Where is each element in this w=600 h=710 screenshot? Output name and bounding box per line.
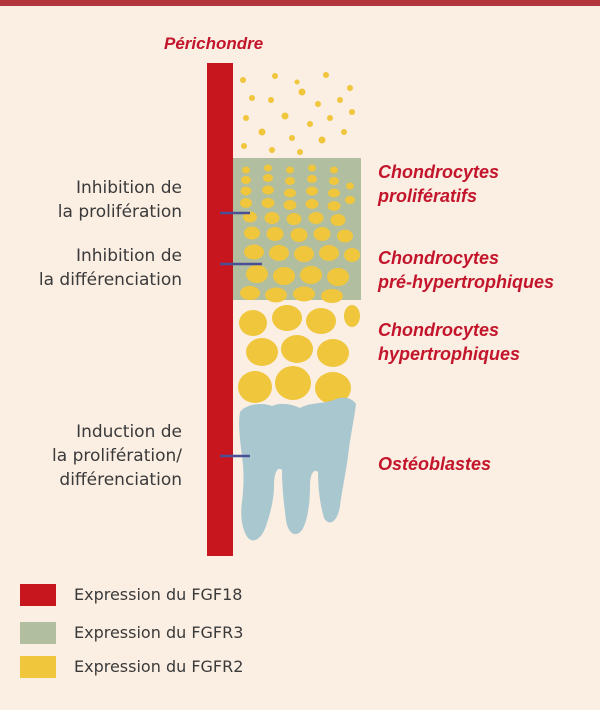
swatch-fgfr2 (20, 656, 56, 678)
perichondrium-title: Périchondre (164, 34, 264, 53)
prehypertrophic-cells (240, 244, 360, 303)
label-inhibition-proliferation: Inhibition de la prolifération (57, 178, 182, 222)
legend-label: Expression du FGFR3 (74, 623, 244, 642)
label-prehypertrophic-chondrocytes: Chondrocytes pré-hypertrophiques (378, 248, 555, 292)
label-hypertrophic-chondrocytes: Chondrocytes hypertrophiques (378, 320, 521, 364)
label-induction: Induction de la prolifération/ différenc… (52, 422, 182, 490)
label-inhibition-differentiation: Inhibition de la différenciation (38, 246, 182, 290)
label-osteoblasts: Ostéoblastes (378, 454, 492, 474)
top-border (0, 0, 600, 6)
proliferative-cells (240, 164, 355, 243)
perichondrium-bar (207, 63, 233, 556)
legend-label: Expression du FGF18 (74, 585, 243, 604)
label-proliferative-chondrocytes: Chondrocytes prolifératifs (378, 162, 500, 206)
hypertrophic-cells (238, 305, 360, 404)
signal-markers (220, 211, 262, 458)
resting-cells (240, 72, 355, 155)
osteoblast-zone (239, 397, 356, 541)
swatch-fgf18 (20, 584, 56, 606)
swatch-fgfr3 (20, 622, 56, 644)
legend-label: Expression du FGFR2 (74, 657, 244, 676)
